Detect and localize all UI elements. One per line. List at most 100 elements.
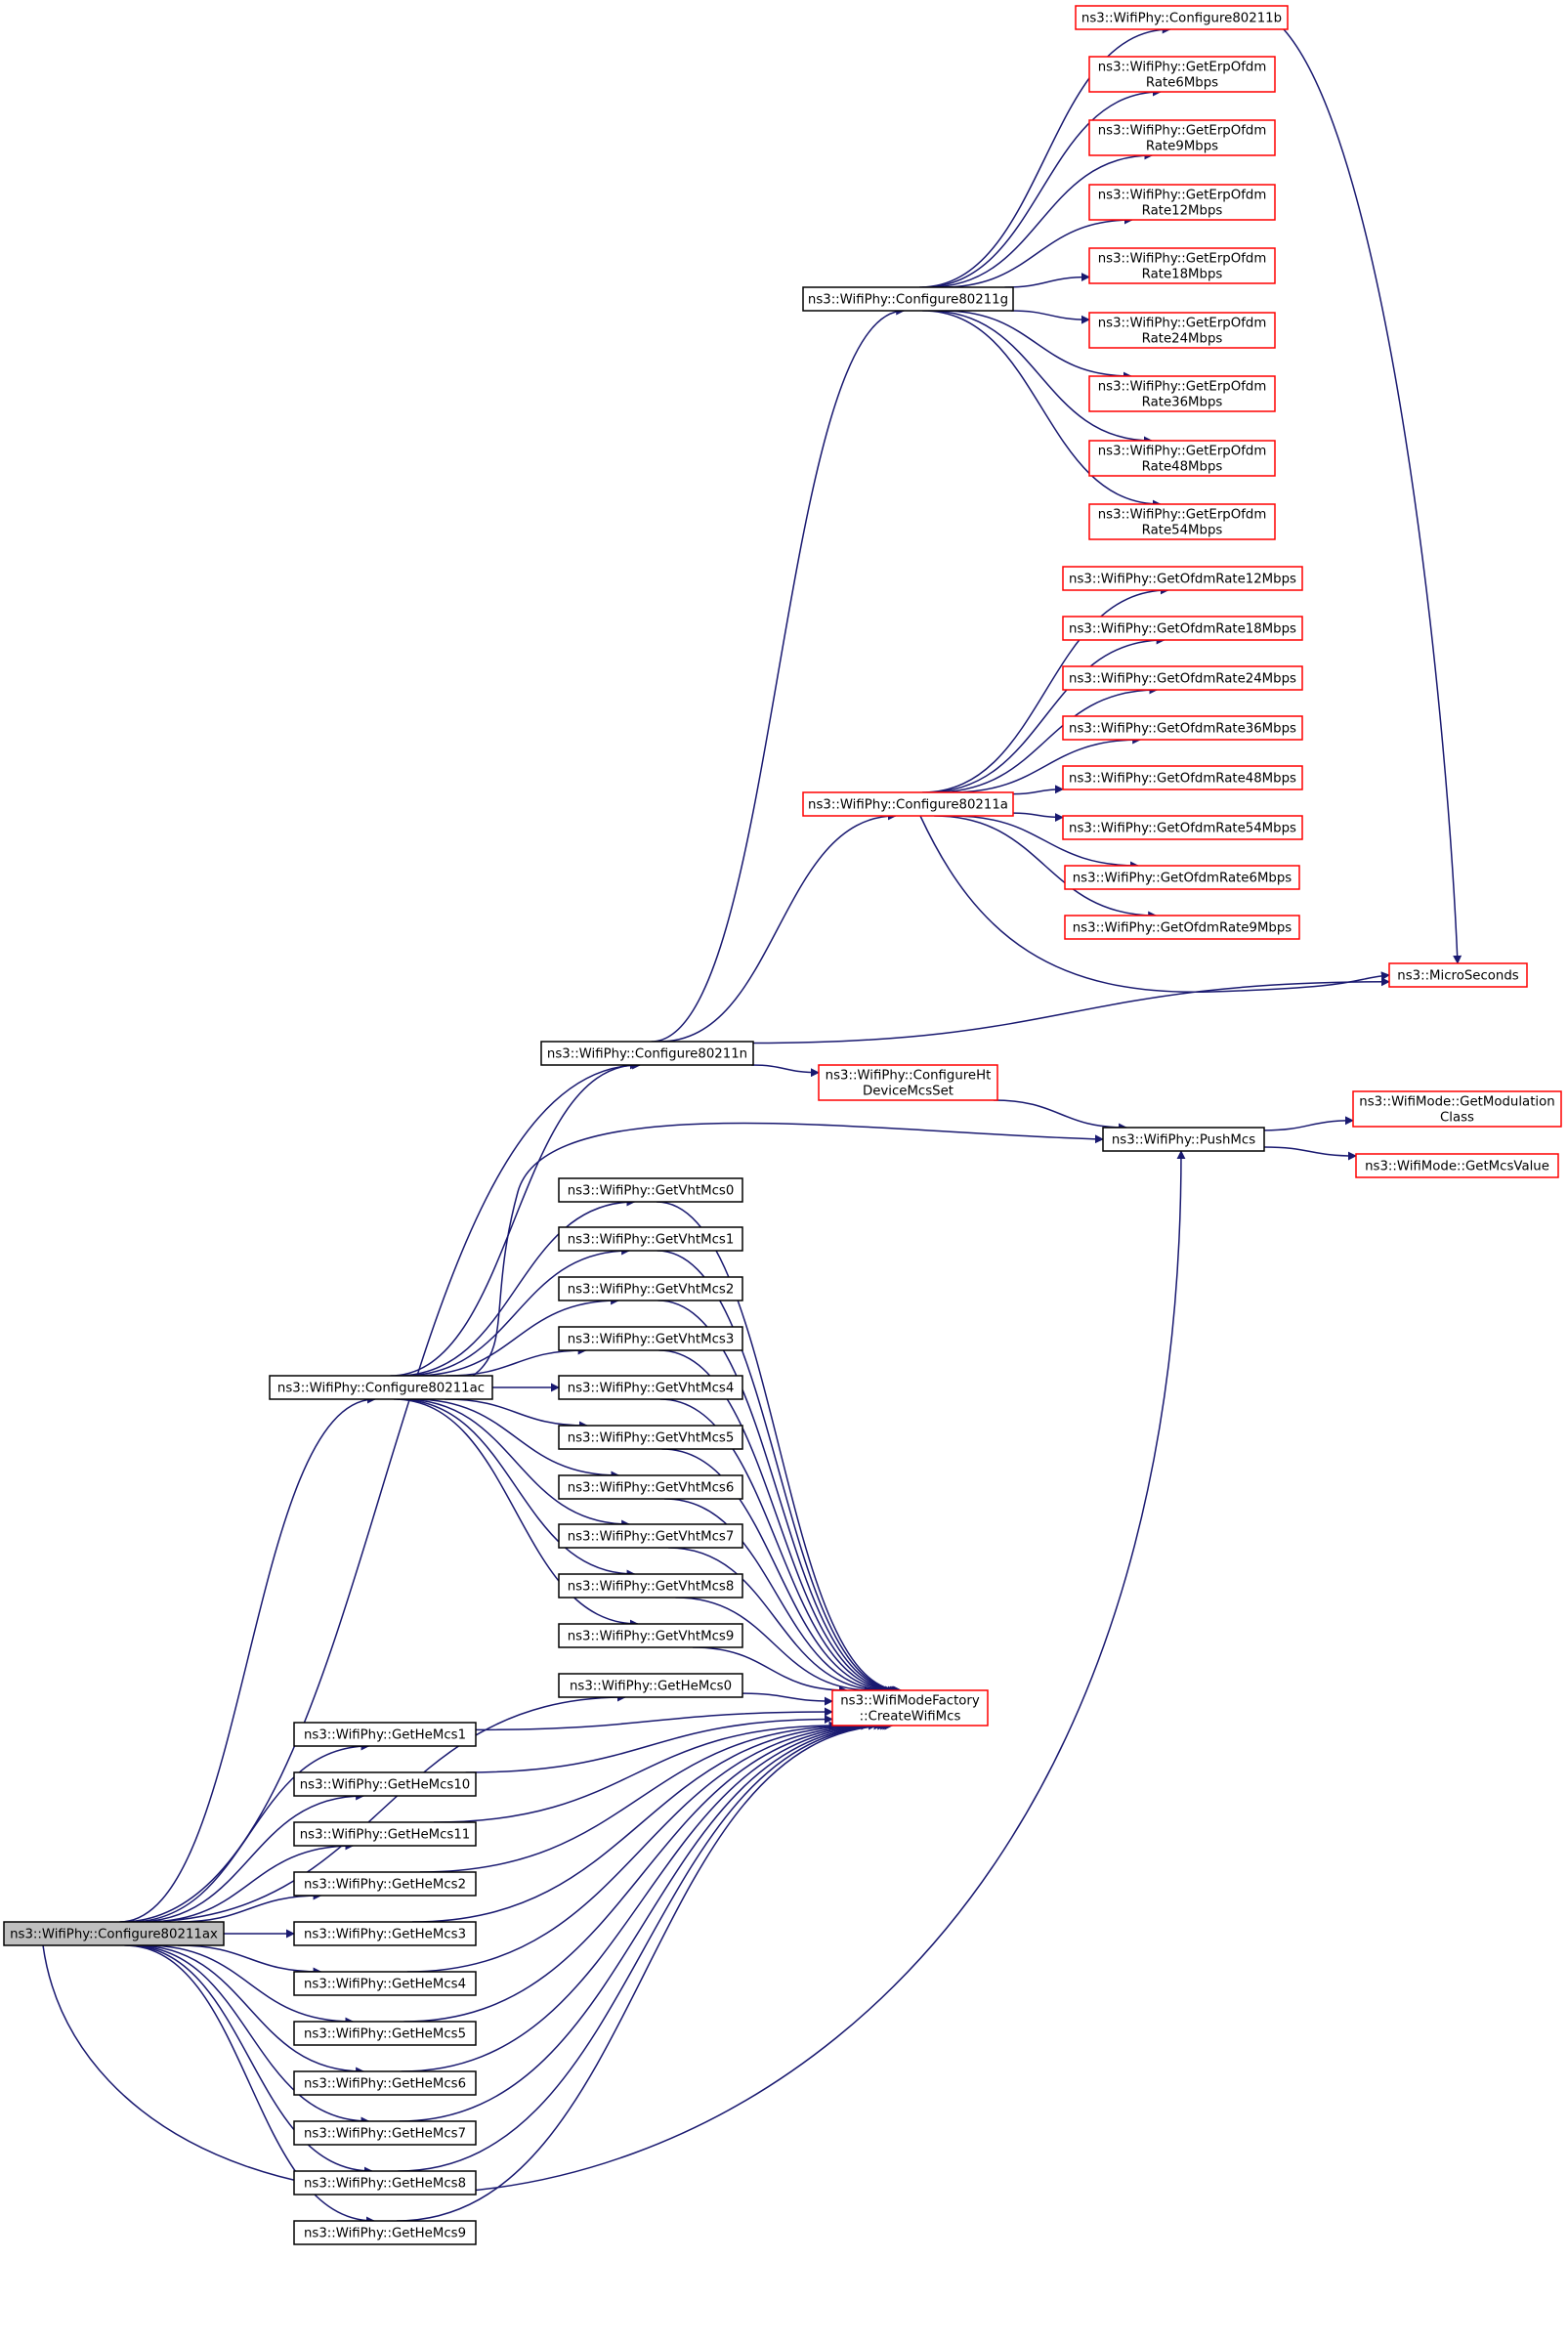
node-ofdm9[interactable]: ns3::WifiPhy::GetOfdmRate9Mbps (1064, 915, 1300, 940)
node-label: ns3::WifiPhy::GetErpOfdm (1098, 252, 1267, 267)
node-c80211ac[interactable]: ns3::WifiPhy::Configure80211ac (269, 1375, 493, 1400)
node-vht5[interactable]: ns3::WifiPhy::GetVhtMcs5 (558, 1425, 743, 1450)
node-ofdm36[interactable]: ns3::WifiPhy::GetOfdmRate36Mbps (1062, 715, 1303, 741)
node-label: ns3::WifiPhy::GetVhtMcs3 (568, 1333, 735, 1347)
node-box (802, 791, 1014, 817)
edges-layer (42, 24, 1462, 2226)
node-box (1088, 440, 1276, 477)
node-label: ns3::WifiPhy::Configure80211a (808, 798, 1008, 813)
edge-root-to-c80211ac (119, 1394, 377, 1923)
node-vht4[interactable]: ns3::WifiPhy::GetVhtMcs4 (558, 1375, 743, 1400)
node-label: ns3::WifiPhy::GetHeMcs5 (304, 2027, 466, 2042)
node-micro[interactable]: ns3::MicroSeconds (1388, 962, 1528, 988)
node-he8[interactable]: ns3::WifiPhy::GetHeMcs8 (293, 2170, 477, 2196)
edge-c80211a-to-ofdm6 (952, 815, 1140, 871)
node-box (1062, 815, 1303, 840)
node-label: ns3::WifiPhy::GetErpOfdm (1098, 61, 1267, 75)
node-vht0[interactable]: ns3::WifiPhy::GetVhtMcs0 (558, 1177, 743, 1203)
node-label: Rate24Mbps (1142, 332, 1223, 347)
node-label: ns3::WifiPhy::GetHeMcs3 (304, 1928, 466, 1942)
node-c80211g[interactable]: ns3::WifiPhy::Configure80211g (802, 286, 1014, 312)
node-box (1062, 765, 1303, 790)
node-he11[interactable]: ns3::WifiPhy::GetHeMcs11 (293, 1821, 477, 1847)
node-he5[interactable]: ns3::WifiPhy::GetHeMcs5 (293, 2021, 477, 2046)
node-pushmcs[interactable]: ns3::WifiPhy::PushMcs (1102, 1127, 1265, 1152)
edge-c80211a-to-micro (919, 815, 1390, 994)
node-c80211n[interactable]: ns3::WifiPhy::Configure80211n (540, 1041, 754, 1066)
edge-root-to-he4 (177, 1944, 322, 1977)
edge-he3-to-createmcs (411, 1721, 870, 1923)
node-he1[interactable]: ns3::WifiPhy::GetHeMcs1 (293, 1722, 477, 1747)
node-label: ns3::WifiPhy::Configure80211n (547, 1047, 747, 1062)
node-he2[interactable]: ns3::WifiPhy::GetHeMcs2 (293, 1871, 477, 1897)
edge-c80211n-to-c80211g (651, 306, 906, 1043)
node-c80211b[interactable]: ns3::WifiPhy::Configure80211b (1075, 5, 1289, 30)
node-label: ns3::WifiPhy::GetErpOfdm (1098, 189, 1267, 203)
edge-c80211ac-to-vht1 (402, 1246, 631, 1377)
node-label: ns3::WifiPhy::GetVhtMcs6 (568, 1481, 735, 1496)
node-label: Rate48Mbps (1142, 460, 1223, 475)
node-mcsvalue[interactable]: ns3::WifiMode::GetMcsValue (1355, 1153, 1559, 1178)
edge-c80211g-to-erp6 (922, 87, 1162, 288)
node-ofdm6[interactable]: ns3::WifiPhy::GetOfdmRate6Mbps (1064, 865, 1300, 890)
edge-he9-to-createmcs (397, 1721, 894, 2222)
node-box (1088, 184, 1276, 221)
node-box (1355, 1153, 1559, 1178)
node-label: ns3::WifiPhy::GetErpOfdm (1098, 317, 1267, 331)
node-vht7[interactable]: ns3::WifiPhy::GetVhtMcs7 (558, 1523, 743, 1549)
edge-c80211b-to-micro (1283, 28, 1462, 964)
node-c80211a[interactable]: ns3::WifiPhy::Configure80211a (802, 791, 1014, 817)
node-vht2[interactable]: ns3::WifiPhy::GetVhtMcs2 (558, 1276, 743, 1301)
node-box (3, 1921, 225, 1946)
edge-he11-to-createmcs (433, 1721, 838, 1823)
node-he9[interactable]: ns3::WifiPhy::GetHeMcs9 (293, 2220, 477, 2245)
node-box (1088, 56, 1276, 93)
node-root[interactable]: ns3::WifiPhy::Configure80211ax (3, 1921, 225, 1946)
node-vht3[interactable]: ns3::WifiPhy::GetVhtMcs3 (558, 1326, 743, 1351)
node-ofdm18[interactable]: ns3::WifiPhy::GetOfdmRate18Mbps (1062, 616, 1303, 641)
node-he6[interactable]: ns3::WifiPhy::GetHeMcs6 (293, 2070, 477, 2096)
node-label: ns3::WifiPhy::GetVhtMcs2 (568, 1283, 735, 1298)
edge-c80211g-to-c80211b (919, 24, 1171, 288)
node-box (293, 2170, 477, 2196)
edge-c80211a-to-ofdm12 (922, 585, 1169, 793)
node-box (1088, 375, 1276, 412)
node-vht9[interactable]: ns3::WifiPhy::GetVhtMcs9 (558, 1623, 743, 1648)
edge-root-to-he5 (146, 1944, 355, 2026)
node-label: Rate9Mbps (1146, 140, 1218, 154)
node-he3[interactable]: ns3::WifiPhy::GetHeMcs3 (293, 1921, 477, 1946)
node-ofdm24[interactable]: ns3::WifiPhy::GetOfdmRate24Mbps (1062, 665, 1303, 691)
node-vht8[interactable]: ns3::WifiPhy::GetVhtMcs8 (558, 1573, 743, 1599)
node-label: ns3::MicroSeconds (1397, 969, 1518, 984)
node-label: ns3::WifiPhy::GetHeMcs11 (300, 1828, 471, 1843)
node-vht6[interactable]: ns3::WifiPhy::GetVhtMcs6 (558, 1474, 743, 1500)
node-label: ns3::WifiPhy::Configure80211b (1081, 12, 1282, 26)
edge-he2-to-createmcs (419, 1721, 859, 1873)
edge-vht5-to-createmcs (661, 1448, 895, 1695)
node-createmcs[interactable]: ns3::WifiModeFactory::CreateWifiMcs (831, 1689, 989, 1727)
node-ofdm48[interactable]: ns3::WifiPhy::GetOfdmRate48Mbps (1062, 765, 1303, 790)
node-he4[interactable]: ns3::WifiPhy::GetHeMcs4 (293, 1971, 477, 1996)
node-he0[interactable]: ns3::WifiPhy::GetHeMcs0 (558, 1673, 743, 1698)
node-box (293, 2120, 477, 2146)
edge-root-to-he11 (146, 1841, 355, 1923)
node-vht1[interactable]: ns3::WifiPhy::GetVhtMcs1 (558, 1226, 743, 1252)
node-he10[interactable]: ns3::WifiPhy::GetHeMcs10 (293, 1771, 477, 1797)
node-ofdm12[interactable]: ns3::WifiPhy::GetOfdmRate12Mbps (1062, 566, 1303, 591)
edge-root-to-he8 (126, 1944, 373, 2176)
node-ofdm54[interactable]: ns3::WifiPhy::GetOfdmRate54Mbps (1062, 815, 1303, 840)
edge-root-to-he2 (177, 1891, 322, 1923)
node-he7[interactable]: ns3::WifiPhy::GetHeMcs7 (293, 2120, 477, 2146)
node-label: ns3::WifiPhy::GetOfdmRate24Mbps (1069, 672, 1296, 687)
